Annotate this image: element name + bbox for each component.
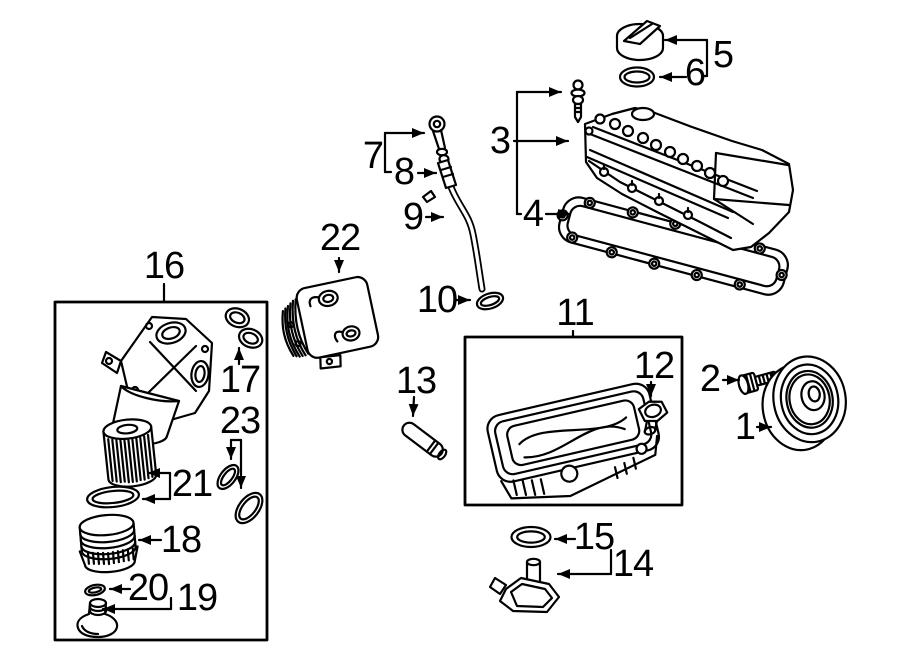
callout-6[interactable]: 6: [684, 52, 706, 94]
callout-14[interactable]: 14: [612, 543, 654, 585]
callout-17[interactable]: 17: [219, 359, 261, 401]
callout-13[interactable]: 13: [395, 360, 437, 402]
cap-seal-drawing: [618, 66, 656, 88]
dipstick-drawing: [421, 115, 486, 293]
filter-oring-large-drawing: [86, 485, 140, 509]
filter-cap-drawing: [78, 513, 139, 574]
leader-5-6: [658, 35, 709, 82]
cover-stud-drawing: [570, 79, 586, 124]
oil-level-sensor-drawing: [488, 557, 561, 614]
leader-13: [408, 395, 419, 418]
callout-4[interactable]: 4: [522, 193, 544, 235]
cap-oring-small-drawing: [84, 583, 106, 597]
crank-pulley-drawing: [761, 355, 847, 452]
valve-cover-drawing: [583, 106, 795, 252]
callout-18[interactable]: 18: [160, 519, 202, 561]
callout-1[interactable]: 1: [734, 406, 756, 448]
oil-filter-housing-drawing: [100, 315, 214, 446]
callout-20[interactable]: 20: [127, 567, 169, 609]
callout-3[interactable]: 3: [489, 120, 511, 162]
callout-2[interactable]: 2: [699, 358, 721, 400]
leader-14: [556, 548, 613, 579]
seal-small-23-drawing: [216, 463, 240, 491]
leader-7-8: [383, 128, 438, 178]
callout-8[interactable]: 8: [393, 151, 415, 193]
oil-filler-cap-drawing: [615, 19, 665, 62]
callout-21[interactable]: 21: [171, 463, 213, 505]
leader-19: [101, 596, 173, 614]
leader-3-4: [512, 87, 572, 219]
dipstick-oring-drawing: [475, 291, 505, 311]
oil-pan-drawing: [486, 382, 661, 500]
callout-19[interactable]: 19: [176, 577, 218, 619]
callout-9[interactable]: 9: [402, 196, 424, 238]
seal-large-23-drawing: [234, 491, 264, 525]
callout-16[interactable]: 16: [143, 245, 185, 287]
callout-11[interactable]: 11: [556, 292, 594, 334]
callout-12[interactable]: 12: [633, 345, 675, 387]
callout-22[interactable]: 22: [319, 217, 361, 259]
oil-filter-element-drawing: [102, 418, 158, 488]
oil-cooler-drawing: [281, 275, 380, 370]
leader-21: [141, 468, 172, 504]
leader-23: [226, 438, 246, 490]
housing-plug-drawing: [76, 597, 119, 639]
callout-23[interactable]: 23: [219, 400, 261, 442]
leader-lines: [101, 35, 773, 614]
sensor-oring-drawing: [510, 525, 552, 549]
callout-7[interactable]: 7: [362, 135, 384, 177]
group-box-16: [53, 300, 269, 642]
dowel-pin-drawing: [401, 421, 448, 461]
housing-gasket-drawing: [224, 307, 264, 349]
callout-10[interactable]: 10: [416, 279, 458, 321]
callout-5[interactable]: 5: [712, 34, 734, 76]
callout-15[interactable]: 15: [573, 516, 615, 558]
oil-drain-plug-drawing: [637, 400, 669, 436]
